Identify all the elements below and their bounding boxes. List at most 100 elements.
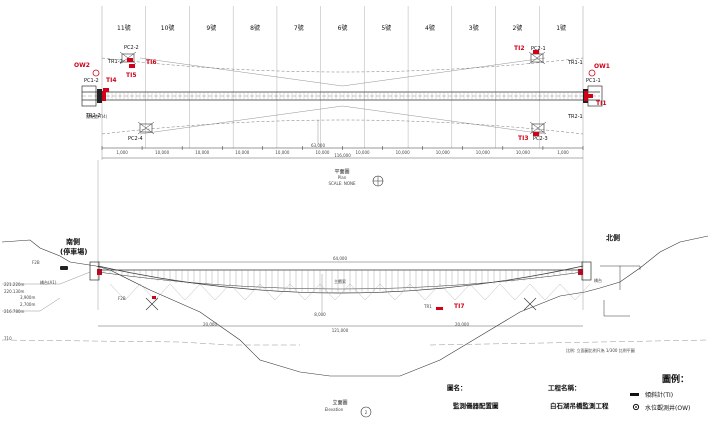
inclinometer-marker (584, 91, 588, 101)
inclinometer-marker (533, 50, 539, 54)
segment-dimension: 1,000 (116, 150, 128, 155)
drawing-name-label: 圖名： (447, 383, 467, 392)
label-ow1: OW1 (594, 63, 610, 70)
plan-anchor-cross (529, 121, 547, 135)
span-label: 7號 (294, 24, 304, 32)
label-pc2-1: PC2-1 (531, 46, 546, 52)
label-tr2-1: TR2-1 (567, 114, 583, 120)
north-side-label: 北側 (606, 233, 620, 242)
inclinometer-marker (436, 307, 443, 310)
truss-diagonal (214, 283, 231, 301)
label-pc2-3: PC2-3 (533, 136, 548, 142)
span-label: 10號 (161, 24, 175, 32)
truss-diagonal (394, 283, 411, 301)
truss-diagonal (544, 283, 561, 301)
plan-scale-note: SCALE: NONE (328, 181, 356, 186)
inclinometer-marker (129, 64, 135, 68)
inclinometer-marker (533, 132, 539, 136)
legend-inclinometer-symbol (630, 393, 639, 396)
plan-title-en: Plan (338, 175, 347, 180)
level-label: 710 (4, 336, 12, 341)
truss-diagonal (514, 283, 531, 301)
drawing-name: 監測儀器配置圖 (453, 401, 499, 410)
ti7-label: TI7 (454, 303, 465, 310)
tr1-label: TR1 (423, 304, 432, 309)
truss-diagonal (349, 283, 366, 301)
level-leader (2, 297, 61, 312)
label-pc2-4: PC2-4 (128, 136, 143, 142)
truss-diagonal (304, 283, 321, 301)
truss-diagonal (499, 283, 516, 301)
inclinometer-marker (578, 269, 583, 275)
label-tr1-2: TR1-2 (107, 59, 123, 65)
truss-diagonal (469, 283, 486, 301)
elevation-anchor (145, 297, 159, 311)
level-leader (2, 271, 91, 285)
label-pc1-2: PC1-2 (84, 78, 99, 84)
truss-diagonal (559, 283, 576, 301)
plan-anchor-box (139, 123, 153, 133)
elevation-title: 立面圖 (332, 399, 347, 406)
main-cable (97, 265, 584, 294)
span-label: 9號 (206, 24, 216, 32)
label-tr1-1: TR1-1 (567, 60, 583, 66)
level-label: 221.220m (4, 282, 25, 287)
truss-diagonal (274, 283, 291, 301)
truss-diagonal (529, 283, 546, 301)
span-label: 1號 (556, 24, 566, 32)
main-cable-lower (97, 271, 584, 290)
span-label: 11號 (117, 24, 131, 32)
truss-diagonal (364, 283, 381, 301)
project-name: 白石湖吊橋監測工程 (550, 401, 609, 410)
legend: 圖例： 傾斜計(TI) 水位觀測井(OW) (630, 373, 690, 412)
truss-diagonal (259, 283, 276, 301)
level-label: 2,700m (20, 302, 35, 307)
segment-dimension: 10,000 (396, 150, 410, 155)
level-label: 3,900m (20, 295, 35, 300)
truss-diagonal (334, 283, 351, 301)
deck-note: 主纜索 (334, 278, 346, 284)
truss-diagonal (199, 283, 216, 301)
segment-dimension: 10,000 (516, 150, 530, 155)
label-tr2-2: TR2-2 (85, 113, 101, 119)
elevation-title-en: Elevation (325, 407, 344, 412)
abutment-left-plan (97, 89, 102, 103)
span-label: 3號 (469, 24, 479, 32)
label-ti6: TI6 (146, 59, 157, 66)
south-side-sub: (停車場) (60, 247, 87, 256)
label-ow2: OW2 (74, 62, 90, 69)
truss-diagonal (574, 283, 591, 301)
segment-dimension: 10,000 (356, 150, 370, 155)
center-dimension: 8,000 (314, 312, 326, 317)
elevation-scale-note: 比例: 立面圖比例尺為 1/300 比例平圖 (566, 347, 635, 353)
label-ti5: TI5 (126, 72, 137, 79)
truss-diagonal (319, 283, 336, 301)
abutment-right-label: 橋台 (594, 277, 602, 283)
segment-dimension: 10,000 (315, 150, 329, 155)
span-label: 4號 (425, 24, 435, 32)
label-ti4: TI4 (106, 77, 117, 84)
label-ti1: TI1 (596, 100, 607, 107)
truss-diagonal (229, 283, 246, 301)
abutment-left-label: 橋台(A1) (40, 279, 57, 285)
main-dimension: 121,000 (332, 328, 349, 333)
terrain-profile (1, 235, 709, 377)
truss-diagonal (409, 283, 426, 301)
inclinometer-marker (103, 88, 109, 92)
anchor-block-left (81, 85, 97, 107)
inclinometer-marker (587, 94, 593, 98)
elevation-anchor (523, 297, 537, 311)
segment-dimension: 10,000 (155, 150, 169, 155)
segment-dimension: 1,000 (557, 150, 569, 155)
plan-title: 平面圖 (334, 169, 349, 175)
level-label: F2B (118, 296, 126, 301)
side-dimension-left: 20,000 (203, 322, 217, 327)
plan-wind-line-up (139, 57, 546, 87)
segment-dimension: 10,000 (195, 150, 209, 155)
inclinometer-marker (152, 296, 156, 299)
legend-item-inclinometer: 傾斜計(TI) (645, 391, 673, 399)
plan-cable-upstream (101, 57, 584, 73)
legend-title: 圖例： (662, 373, 689, 385)
